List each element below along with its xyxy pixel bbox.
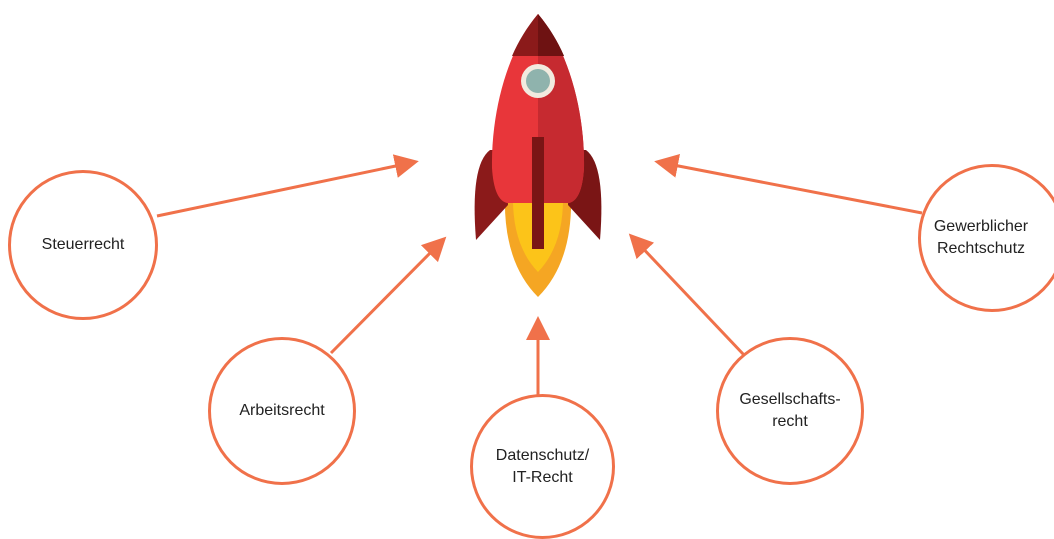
edge-arbeitsrecht-arrow	[329, 236, 447, 355]
node-gesellschaft-line-2: recht	[772, 413, 808, 430]
node-arbeitsrecht-label: Arbeitsrecht	[239, 400, 324, 422]
edge-steuerrecht-arrow	[156, 154, 419, 218]
node-gesellschaft-line-1: Gesellschafts-	[739, 391, 841, 409]
node-gesellschaft-label: Gesellschafts- recht	[739, 389, 840, 432]
rocket-icon	[474, 14, 602, 297]
node-steuerrecht-line-1: Steuerrecht	[41, 236, 125, 254]
node-steuerrecht: Steuerrecht	[8, 170, 158, 320]
node-gewerblicher-line-2: Rechtschutz	[936, 240, 1026, 257]
node-datenschutz: Datenschutz/ IT-Recht	[470, 394, 615, 539]
edge-gewerblicher-arrow	[654, 154, 923, 215]
node-datenschutz-label: Datenschutz/ IT-Recht	[496, 445, 589, 488]
node-gewerblicher-line-1: Gewerblicher	[933, 218, 1029, 236]
node-datenschutz-line-1: Datenschutz/	[495, 446, 590, 464]
node-arbeitsrecht: Arbeitsrecht	[208, 337, 356, 485]
node-steuerrecht-label: Steuerrecht	[42, 234, 125, 256]
node-gewerblicher: Gewerblicher Rechtschutz	[918, 164, 1054, 312]
edge-gesellschaft-arrow	[628, 233, 746, 357]
node-arbeitsrecht-line-1: Arbeitsrecht	[239, 402, 325, 420]
node-gewerblicher-label: Gewerblicher Rechtschutz	[934, 216, 1028, 259]
node-gesellschaft: Gesellschafts- recht	[716, 337, 864, 485]
node-datenschutz-line-2: IT-Recht	[512, 468, 573, 486]
